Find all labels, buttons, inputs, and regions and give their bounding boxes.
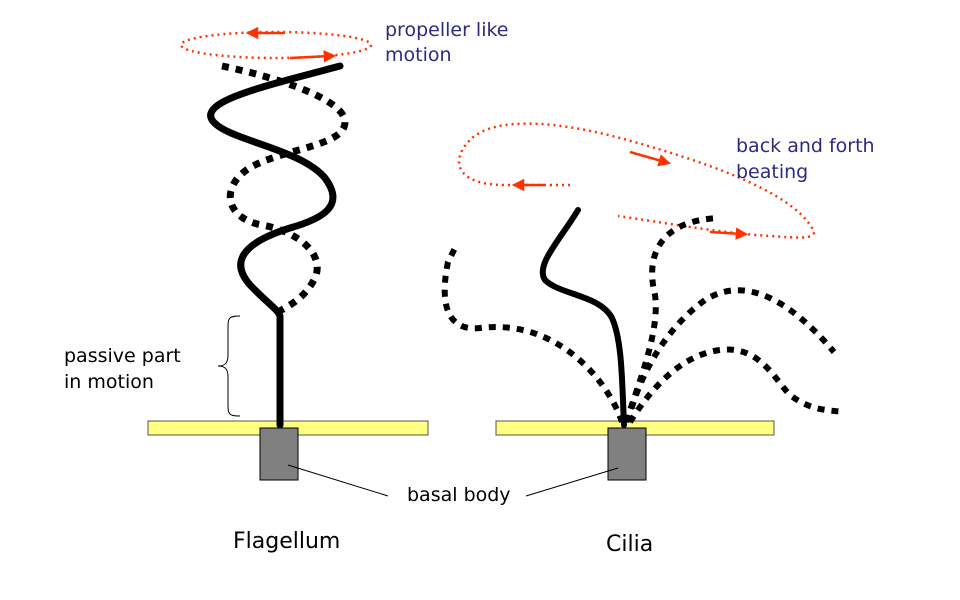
flagellum-title: Flagellum [233, 529, 340, 554]
beating-arrow-mid [629, 150, 672, 167]
cilia-basal-body [607, 427, 647, 481]
cilium-dotted-1 [441, 244, 625, 423]
propeller-arrow-bottom [289, 50, 337, 63]
passive-part-label-line2: in motion [64, 371, 154, 393]
basal-body-pointer-left [287, 464, 389, 497]
cilium-dotted-4 [627, 346, 846, 424]
back-forth-label-line1: back and forth [736, 135, 875, 157]
basal-body-label: basal body [407, 484, 511, 506]
cilia-title: Cilia [606, 532, 653, 557]
cilium-dotted-3 [625, 287, 837, 423]
basal-body-pointer-right [525, 467, 619, 497]
cilium-dotted-2 [623, 215, 721, 423]
beating-arrow-right [709, 227, 749, 240]
cilium-solid [539, 207, 627, 428]
propeller-label-line1: propeller like [385, 19, 509, 41]
back-forth-label-line2: beating [736, 161, 808, 183]
beating-motion-curve [457, 122, 815, 239]
propeller-motion-ellipse [179, 30, 373, 60]
flagellum-basal-body [259, 427, 299, 481]
flagellum-helix-solid [207, 62, 344, 429]
passive-part-brace [217, 315, 241, 417]
propeller-label-line2: motion [385, 44, 452, 66]
passive-part-label-line1: passive part [64, 345, 181, 367]
flagellum-helix-dotted [221, 62, 349, 316]
